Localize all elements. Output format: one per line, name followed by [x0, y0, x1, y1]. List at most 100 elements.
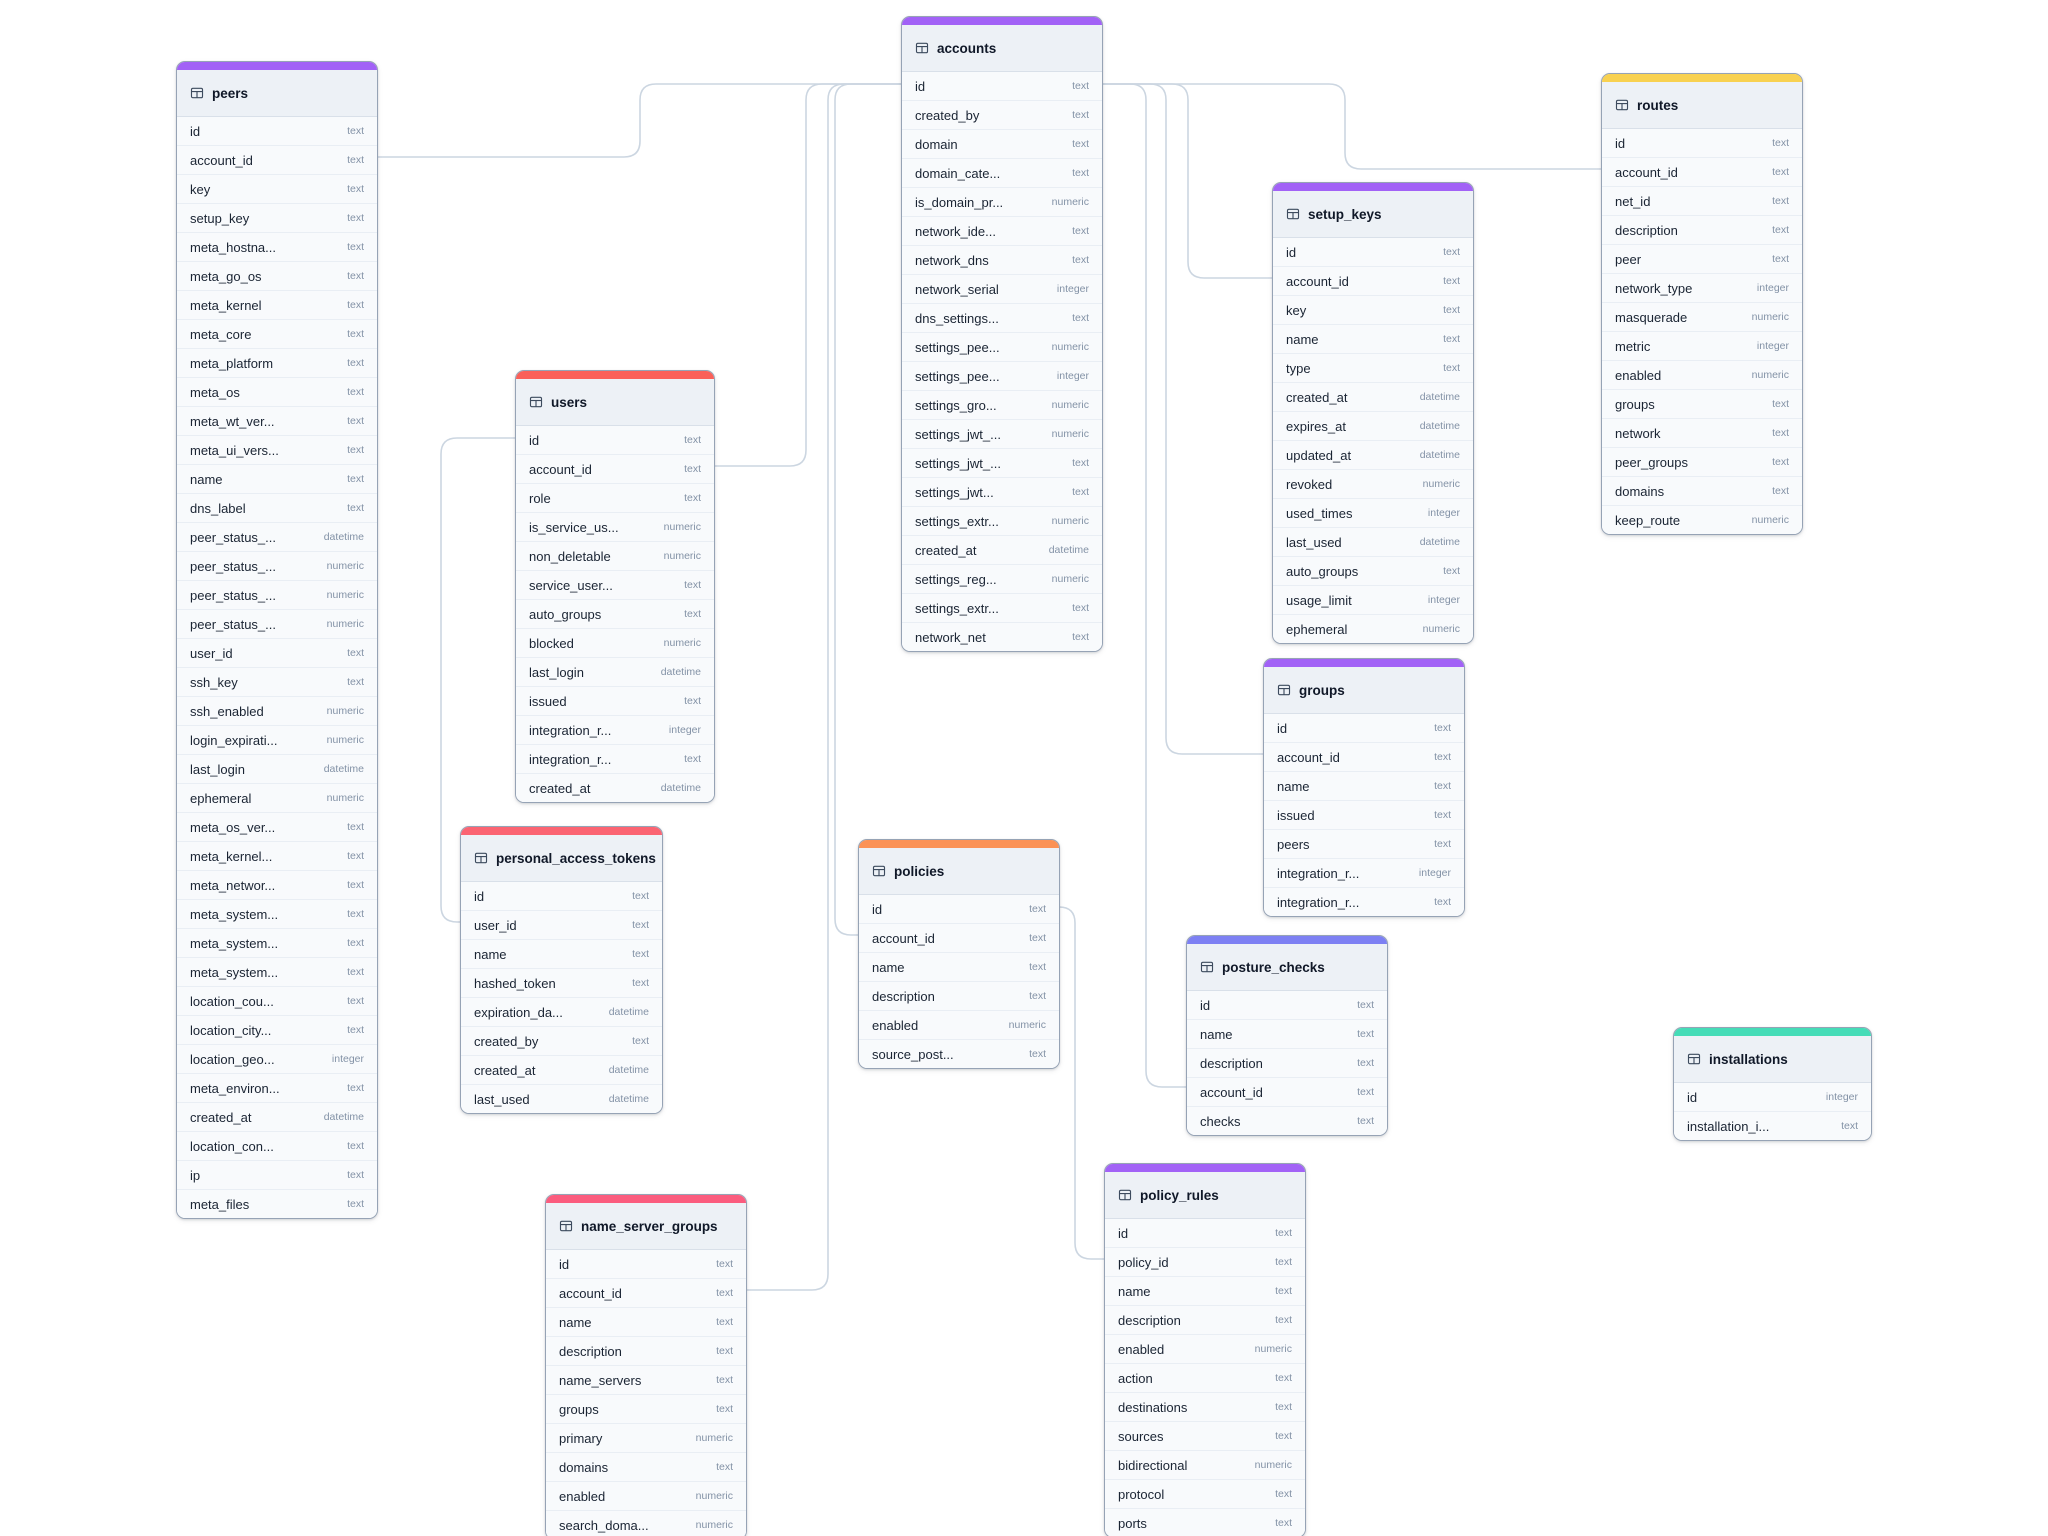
field-row: expires_at datetime: [1273, 411, 1473, 440]
field-type: numeric: [1751, 514, 1789, 526]
field-row: meta_go_os text: [177, 261, 377, 290]
field-name: account_id: [559, 1285, 622, 1301]
field-row: enabled numeric: [859, 1010, 1059, 1039]
field-name: expires_at: [1286, 418, 1346, 434]
field-row: ephemeral numeric: [177, 783, 377, 812]
relationship-peers-accounts: [375, 83, 902, 158]
field-type: text: [347, 1024, 364, 1036]
relationship-policies-policy_rules: [1057, 906, 1105, 1260]
field-row: id text: [1105, 1219, 1305, 1247]
table-groups[interactable]: groups id text account_id text name text…: [1263, 658, 1465, 917]
field-row: usage_limit integer: [1273, 585, 1473, 614]
table-header[interactable]: peers: [177, 70, 377, 117]
field-type: numeric: [1051, 573, 1089, 585]
field-name: id: [1277, 720, 1288, 736]
field-type: text: [1275, 1285, 1292, 1297]
table-accent-bar: [1264, 659, 1464, 667]
table-accent-bar: [902, 17, 1102, 25]
field-name: usage_limit: [1286, 592, 1352, 608]
field-type: text: [347, 386, 364, 398]
field-row: id text: [516, 426, 714, 454]
field-type: text: [1772, 166, 1789, 178]
table-header[interactable]: users: [516, 379, 714, 426]
table-name_server_groups[interactable]: name_server_groups id text account_id te…: [545, 1194, 747, 1536]
field-row: last_used datetime: [1273, 527, 1473, 556]
table-header[interactable]: groups: [1264, 667, 1464, 714]
field-row: description text: [546, 1336, 746, 1365]
field-name: account_id: [1286, 273, 1349, 289]
relationship-accounts-groups: [1100, 83, 1264, 755]
field-name: login_expirati...: [190, 732, 278, 748]
field-row: account_id text: [1602, 157, 1802, 186]
field-type: datetime: [608, 1006, 649, 1018]
table-header[interactable]: accounts: [902, 25, 1102, 72]
relationship-accounts-routes: [1100, 83, 1602, 170]
field-row: role text: [516, 483, 714, 512]
field-type: text: [347, 415, 364, 427]
table-icon: [915, 41, 929, 55]
table-header[interactable]: personal_access_tokens: [461, 835, 662, 882]
field-name: description: [1118, 1312, 1181, 1328]
field-name: service_user...: [529, 577, 613, 593]
table-header[interactable]: posture_checks: [1187, 944, 1387, 991]
table-accounts[interactable]: accounts id text created_by text domain …: [901, 16, 1103, 652]
field-name: metric: [1615, 338, 1651, 354]
field-name: id: [1687, 1089, 1698, 1105]
table-setup_keys[interactable]: setup_keys id text account_id text key t…: [1272, 182, 1474, 644]
table-routes[interactable]: routes id text account_id text net_id te…: [1601, 73, 1803, 535]
table-header[interactable]: routes: [1602, 82, 1802, 129]
field-type: integer: [1056, 370, 1089, 382]
table-header[interactable]: setup_keys: [1273, 191, 1473, 238]
table-posture_checks[interactable]: posture_checks id text name text descrip…: [1186, 935, 1388, 1136]
table-header[interactable]: policies: [859, 848, 1059, 895]
field-name: source_post...: [872, 1046, 954, 1062]
field-name: settings_pee...: [915, 339, 1000, 355]
field-name: meta_os_ver...: [190, 819, 276, 835]
field-row: search_doma... numeric: [546, 1510, 746, 1536]
table-fields: id text account_id text key text setup_k…: [177, 117, 377, 1218]
table-users[interactable]: users id text account_id text role text …: [515, 370, 715, 803]
field-row: integration_r... integer: [516, 715, 714, 744]
field-name: integration_r...: [1277, 894, 1360, 910]
field-type: integer: [1825, 1091, 1858, 1103]
field-type: text: [1072, 254, 1089, 266]
field-name: meta_ui_vers...: [190, 442, 279, 458]
field-row: settings_extr... text: [902, 593, 1102, 622]
field-name: key: [1286, 302, 1307, 318]
field-name: id: [1118, 1225, 1129, 1241]
field-row: name text: [461, 939, 662, 968]
table-peers[interactable]: peers id text account_id text key text s…: [176, 61, 378, 1219]
field-name: peer_status_...: [190, 616, 276, 632]
field-type: text: [1443, 565, 1460, 577]
table-header[interactable]: installations: [1674, 1036, 1871, 1083]
field-type: text: [1434, 722, 1451, 734]
table-header[interactable]: policy_rules: [1105, 1172, 1305, 1219]
field-type: text: [1029, 1048, 1046, 1060]
field-row: used_times integer: [1273, 498, 1473, 527]
field-type: text: [1072, 109, 1089, 121]
table-installations[interactable]: installations id integer installation_i.…: [1673, 1027, 1872, 1141]
field-name: network_serial: [915, 281, 999, 297]
field-name: meta_platform: [190, 355, 274, 371]
table-icon: [1118, 1188, 1132, 1202]
field-row: meta_system... text: [177, 928, 377, 957]
table-policy_rules[interactable]: policy_rules id text policy_id text name…: [1104, 1163, 1306, 1536]
field-name: peer_status_...: [190, 558, 276, 574]
field-type: datetime: [1048, 544, 1089, 556]
table-header[interactable]: name_server_groups: [546, 1203, 746, 1250]
table-personal_access_tokens[interactable]: personal_access_tokens id text user_id t…: [460, 826, 663, 1114]
field-name: meta_kernel: [190, 297, 262, 313]
field-type: numeric: [1254, 1459, 1292, 1471]
field-name: protocol: [1118, 1486, 1165, 1502]
field-row: last_login datetime: [177, 754, 377, 783]
table-accent-bar: [177, 62, 377, 70]
field-name: groups: [559, 1401, 599, 1417]
field-row: network_dns text: [902, 245, 1102, 274]
field-name: domain: [915, 136, 958, 152]
table-policies[interactable]: policies id text account_id text name te…: [858, 839, 1060, 1069]
field-name: is_service_us...: [529, 519, 619, 535]
field-row: account_id text: [516, 454, 714, 483]
field-row: dns_settings... text: [902, 303, 1102, 332]
field-type: text: [347, 125, 364, 137]
